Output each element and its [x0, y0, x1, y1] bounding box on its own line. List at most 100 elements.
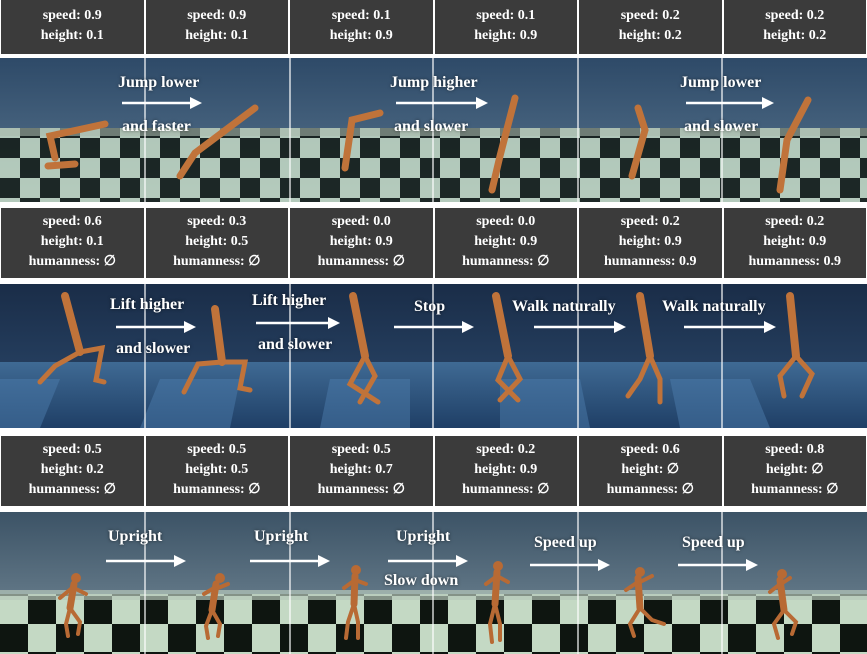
row1-labels: speed: 0.9 height: 0.1 speed: 0.9 height: …	[0, 0, 867, 54]
row2-scene: Lift higher and slower Lift higher and s…	[0, 284, 867, 428]
humanoid-agent	[768, 569, 799, 640]
humanness-value: humanness: ∅	[317, 482, 405, 497]
transition-caption: and faster	[122, 118, 191, 135]
walker-agent	[492, 292, 524, 403]
transition-caption: and slower	[684, 118, 759, 135]
humanness-value: humanness: 0.9	[603, 254, 697, 269]
height-value: height: 0.2	[763, 28, 827, 43]
arrow-right-icon	[396, 97, 488, 109]
speed-value: speed: 0.9	[42, 8, 102, 23]
condition-label: speed: 0.0 height: 0.9 humanness: ∅	[290, 208, 433, 278]
arrow-right-icon	[686, 97, 774, 109]
transition-caption: Jump lower	[680, 74, 762, 91]
transition-caption: Upright	[108, 528, 163, 545]
humanoid-agent	[202, 573, 230, 640]
arrow-right-icon	[116, 321, 196, 333]
arrow-right-icon	[530, 559, 610, 571]
walker-agent	[777, 292, 815, 399]
condition-label: speed: 0.0 height: 0.9 humanness: ∅	[434, 208, 577, 278]
height-value: height: 0.9	[474, 234, 538, 249]
height-value: height: 0.1	[40, 234, 104, 249]
humanness-value: humanness: ∅	[606, 482, 694, 497]
transition-caption: Speed up	[534, 534, 597, 551]
walker-agent	[625, 292, 663, 405]
transition-caption: Jump higher	[390, 74, 478, 91]
arrow-right-icon	[106, 555, 186, 567]
transition-caption: Upright	[254, 528, 309, 545]
speed-value: speed: 0.2	[765, 214, 825, 229]
condition-label: speed: 0.1 height: 0.9	[434, 0, 577, 54]
transition-caption: Lift higher	[252, 292, 327, 309]
walker-scene-image	[0, 284, 867, 428]
transition-caption: and slower	[394, 118, 469, 135]
humanoid-agent	[484, 561, 510, 644]
transition-caption: Walk naturally	[512, 298, 616, 315]
humanness-value: humanness: ∅	[317, 254, 405, 269]
height-value: height: 0.5	[185, 234, 249, 249]
speed-value: speed: 0.8	[765, 442, 825, 457]
condition-label: speed: 0.9 height: 0.1	[145, 0, 288, 54]
transition-caption: and slower	[258, 336, 333, 353]
transition-caption: Lift higher	[110, 296, 185, 313]
humanoid-agent	[58, 573, 88, 638]
humanness-value: humanness: ∅	[28, 482, 116, 497]
speed-value: speed: 0.6	[620, 442, 680, 457]
height-value: height: 0.2	[40, 462, 104, 477]
humanness-value: humanness: ∅	[751, 482, 839, 497]
walker-agent	[346, 292, 381, 405]
walker-agent	[37, 292, 107, 385]
speed-value: speed: 0.9	[187, 8, 247, 23]
transition-caption: Walk naturally	[662, 298, 766, 315]
row1-scene: Jump lower and faster Jump higher and sl…	[0, 58, 867, 202]
transition-caption: Jump lower	[118, 74, 200, 91]
height-value: height: 0.9	[763, 234, 827, 249]
condition-label: speed: 0.5 height: 0.7 humanness: ∅	[290, 436, 433, 506]
hopper-agent	[44, 160, 79, 170]
speed-value: speed: 0.1	[476, 8, 536, 23]
height-value: height: 0.5	[185, 462, 249, 477]
height-value: height: 0.7	[329, 462, 393, 477]
height-value: height: 0.1	[185, 28, 249, 43]
height-value: height: 0.9	[474, 28, 538, 43]
humanoid-agent	[624, 567, 666, 638]
height-value: height: 0.9	[329, 28, 393, 43]
height-value: height: 0.1	[40, 28, 104, 43]
arrow-right-icon	[684, 321, 776, 333]
hopper-agent	[45, 120, 109, 162]
speed-value: speed: 0.5	[331, 442, 391, 457]
height-value: height: 0.9	[618, 234, 682, 249]
speed-value: speed: 0.0	[476, 214, 536, 229]
arrow-right-icon	[388, 555, 468, 567]
transition-caption: Speed up	[682, 534, 745, 551]
condition-label: speed: 0.2 height: 0.9 humanness: 0.9	[723, 208, 866, 278]
humanoid-scene-image	[0, 512, 867, 654]
row3-labels: speed: 0.5 height: 0.2 humanness: ∅ speed:…	[0, 436, 867, 506]
row3-scene: Upright Upright Upright Slow down Speed …	[0, 512, 867, 654]
humanness-value: humanness: 0.9	[748, 254, 842, 269]
height-value: height: ∅	[765, 462, 824, 477]
speed-value: speed: 0.2	[620, 8, 680, 23]
hopper-agent	[176, 104, 259, 180]
speed-value: speed: 0.0	[331, 214, 391, 229]
condition-label: speed: 0.8 height: ∅ humanness: ∅	[723, 436, 866, 506]
hopper-agent	[488, 94, 519, 194]
arrow-right-icon	[122, 97, 202, 109]
height-value: height: 0.9	[329, 234, 393, 249]
humanness-value: humanness: ∅	[462, 254, 550, 269]
walker-agent	[181, 305, 253, 395]
hopper-scene-image	[0, 58, 867, 202]
condition-label: speed: 0.9 height: 0.1	[1, 0, 144, 54]
hopper-agent	[628, 104, 649, 180]
height-value: height: 0.9	[474, 462, 538, 477]
arrow-right-icon	[678, 559, 758, 571]
